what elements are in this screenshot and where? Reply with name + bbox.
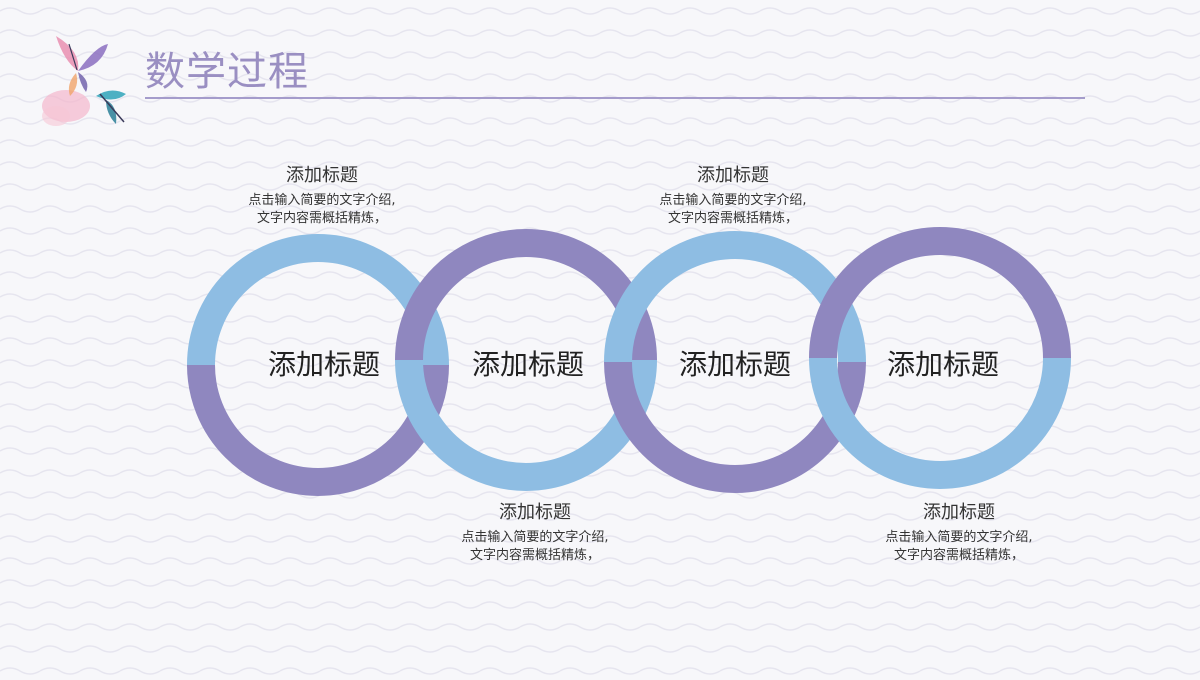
ring-4-label: 添加标题	[886, 348, 999, 381]
caption-2-body: 点击输入简要的文字介绍, 文字内容需概括精炼，	[425, 529, 645, 565]
caption-2-line2: 文字内容需概括精炼，	[469, 548, 600, 563]
caption-4-title: 添加标题	[923, 502, 995, 523]
caption-2-line1: 点击输入简要的文字介绍,	[461, 530, 609, 545]
ring-4-top-arc	[809, 227, 1071, 359]
ring-1-label: 添加标题	[267, 348, 380, 381]
ring-2-label: 添加标题	[471, 348, 584, 381]
caption-1-line1: 点击输入简要的文字介绍,	[248, 193, 396, 208]
caption-3: 添加标题 点击输入简要的文字介绍, 文字内容需概括精炼，	[623, 164, 843, 228]
ring-3-label: 添加标题	[678, 348, 791, 381]
caption-3-body: 点击输入简要的文字介绍, 文字内容需概括精炼，	[623, 192, 843, 228]
caption-4-body: 点击输入简要的文字介绍, 文字内容需概括精炼，	[849, 529, 1069, 565]
caption-3-line2: 文字内容需概括精炼，	[667, 211, 798, 226]
caption-1: 添加标题 点击输入简要的文字介绍, 文字内容需概括精炼，	[212, 164, 432, 228]
caption-4: 添加标题 点击输入简要的文字介绍, 文字内容需概括精炼，	[849, 501, 1069, 565]
caption-3-line1: 点击输入简要的文字介绍,	[659, 193, 807, 208]
caption-4-line1: 点击输入简要的文字介绍,	[885, 530, 1033, 545]
caption-4-line2: 文字内容需概括精炼，	[893, 548, 1024, 563]
ring-4	[809, 227, 1071, 489]
page-title: 数学过程	[145, 49, 309, 95]
caption-1-line2: 文字内容需概括精炼，	[256, 211, 387, 226]
title-divider	[145, 97, 1085, 99]
caption-1-body: 点击输入简要的文字介绍, 文字内容需概括精炼，	[212, 192, 432, 228]
caption-2: 添加标题 点击输入简要的文字介绍, 文字内容需概括精炼，	[425, 501, 645, 565]
caption-2-title: 添加标题	[499, 502, 571, 523]
ring-4-bottom-arc	[809, 357, 1071, 489]
butterfly-watercolor-icon	[42, 36, 126, 126]
caption-1-title: 添加标题	[286, 165, 358, 186]
caption-3-title: 添加标题	[697, 165, 769, 186]
